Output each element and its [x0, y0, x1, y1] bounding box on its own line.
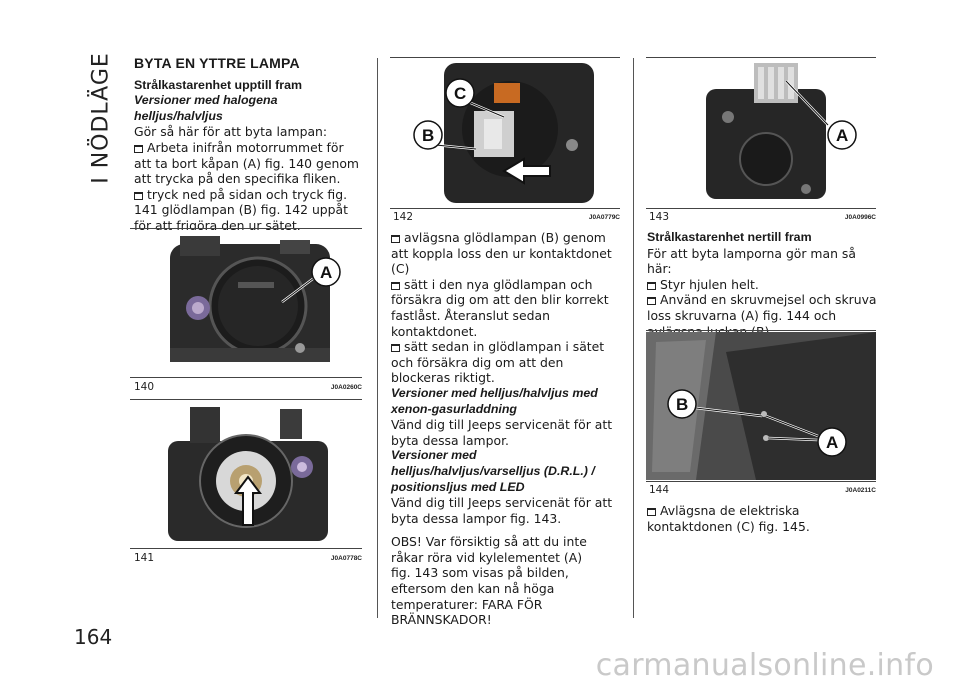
figure-number: 142 [393, 211, 414, 223]
intro-text: Gör så här för att byta lampan: [134, 124, 328, 140]
step-item: sätt sedan in glödlampan i sätet och för… [391, 339, 605, 386]
chapter-title: I NÖDLÄGE [88, 52, 114, 184]
figure-top-rule [390, 57, 620, 58]
figure-bottom-rule [130, 377, 362, 378]
callout-label: A [836, 126, 848, 145]
body-text: Vänd dig till Jeeps servicenät för att b… [391, 495, 613, 526]
figure-142-image: C B [390, 59, 620, 207]
column-3-text-bottom: Avlägsna de elektriska kontaktdonen (C) … [647, 503, 879, 534]
variant-heading: Versioner med halogena helljus/halvljus [134, 93, 278, 123]
step-item: Styr hjulen helt. [647, 277, 879, 293]
figure-code: J0A0779C [588, 214, 620, 221]
variant-heading: Versioner med helljus/halvljus med xenon… [391, 385, 598, 416]
section-title: BYTA EN YTTRE LAMPA [134, 55, 300, 71]
figure-bottom-rule [390, 208, 620, 209]
figure-top-rule [646, 330, 876, 331]
subheading: Strålkastarenhet nertill fram [647, 230, 812, 244]
intro-text: För att byta lamporna gör man så här: [647, 245, 856, 277]
bullet-icon [391, 344, 400, 353]
figure-code: J0A0996C [844, 214, 876, 221]
step-item: Arbeta inifrån motorrummet för att ta bo… [134, 139, 359, 187]
subheading: Strålkastarenhet upptill fram [134, 77, 303, 92]
figure-bottom-rule [646, 481, 876, 482]
figure-number: 140 [134, 381, 155, 393]
figure-141-image [130, 401, 362, 547]
step-item: avlägsna glödlampan (B) genom att koppla… [391, 230, 612, 277]
step-item: Avlägsna de elektriska kontaktdonen (C) … [647, 503, 810, 534]
figure-code: J0A0211C [845, 487, 876, 494]
figure-bottom-rule [646, 208, 876, 209]
page-number: 164 [74, 625, 113, 649]
bullet-icon [647, 297, 656, 306]
step-item: tryck ned på sidan och tryck fig. 141 gl… [134, 186, 348, 233]
figure-code: J0A0778C [330, 555, 362, 562]
callout-label: B [422, 126, 434, 145]
figure-number: 144 [649, 484, 670, 496]
body-text: Vänd dig till Jeeps servicenät för att b… [391, 417, 613, 448]
column-3-text: Strålkastarenhet nertill fram För att by… [647, 230, 879, 339]
figure-top-rule [130, 399, 362, 400]
figure-top-rule [646, 57, 876, 58]
bullet-icon [647, 508, 656, 516]
figure-number: 143 [649, 211, 670, 223]
warning-text: OBS! Var försiktig så att du inte råkar … [391, 534, 587, 628]
bullet-icon [134, 144, 143, 153]
callout-label: A [320, 263, 332, 282]
figure-top-rule [130, 228, 362, 229]
variant-heading: Versioner med helljus/halvljus/varsellju… [391, 448, 595, 494]
figure-bottom-rule [130, 548, 362, 549]
callout-label: C [454, 84, 466, 103]
callout-label: A [826, 433, 838, 452]
column-divider [377, 58, 378, 618]
column-2-text: avlägsna glödlampan (B) genom att koppla… [391, 230, 623, 628]
figure-144-image: B A [646, 332, 876, 480]
callout-label: B [676, 395, 688, 414]
chapter-side-tab: I NÖDLÄGE [86, 48, 116, 188]
figure-number: 141 [134, 552, 155, 564]
figure-143-image: A [646, 59, 876, 207]
column-divider [633, 58, 634, 618]
bullet-icon [391, 281, 400, 290]
figure-140-image: A [130, 230, 362, 376]
figure-code: J0A0260C [330, 384, 362, 391]
watermark: carmanualsonline.info [595, 648, 934, 683]
step-item: sätt i den nya glödlampan och försäkra d… [391, 276, 609, 339]
column-1-text: BYTA EN YTTRE LAMPA Strålkastarenhet upp… [134, 55, 364, 234]
bullet-icon [391, 235, 400, 243]
bullet-icon [134, 191, 143, 200]
bullet-icon [647, 281, 656, 290]
